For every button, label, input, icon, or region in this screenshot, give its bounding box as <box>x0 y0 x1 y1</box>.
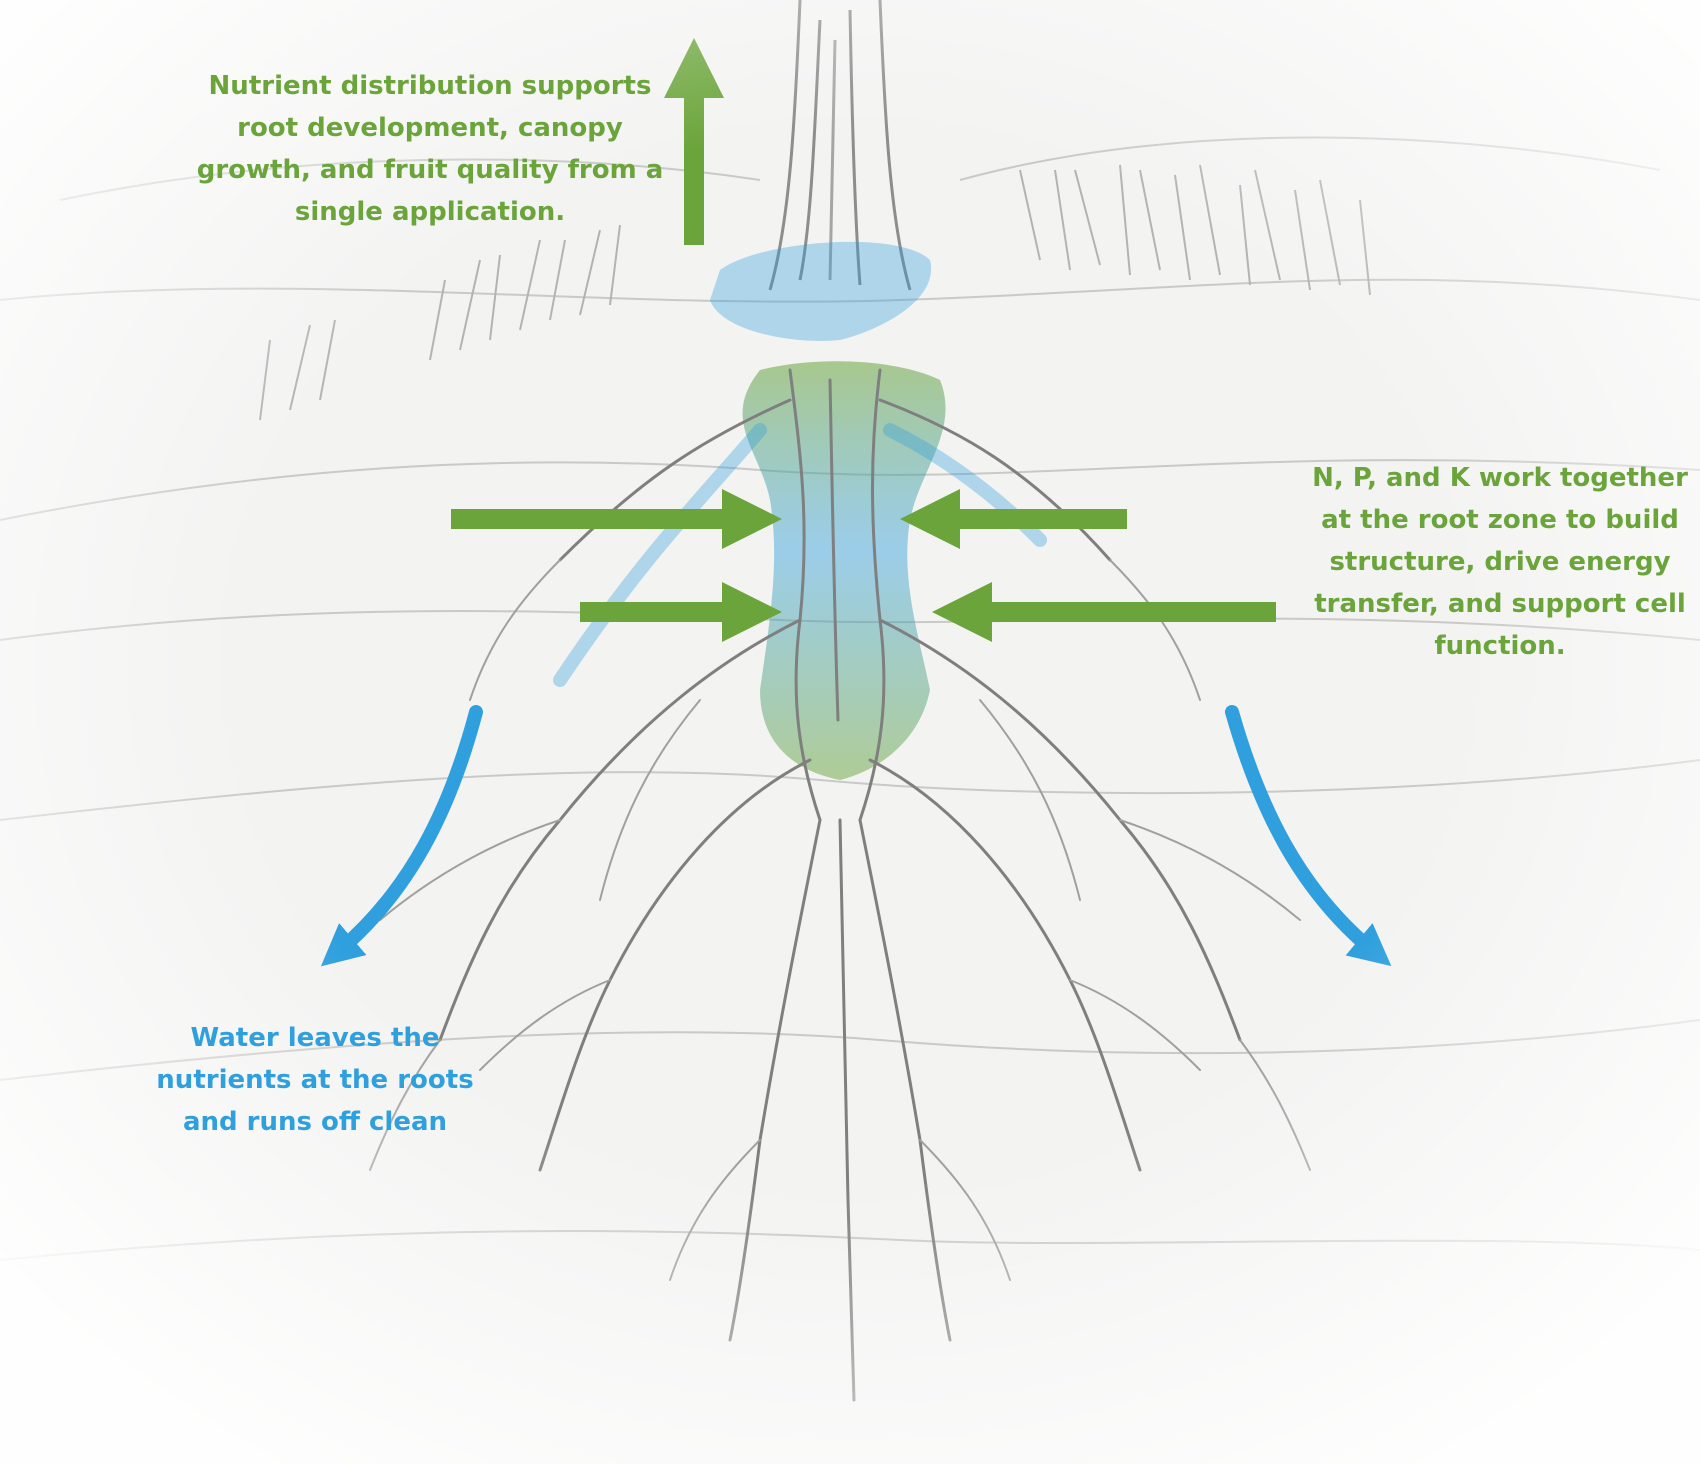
water-runoff-caption: Water leaves the nutrients at the roots … <box>156 1023 474 1137</box>
npk-root-zone-caption: N, P, and K work together at the root zo… <box>1312 463 1688 661</box>
nutrient-distribution-caption: Nutrient distribution supports root deve… <box>196 71 664 227</box>
